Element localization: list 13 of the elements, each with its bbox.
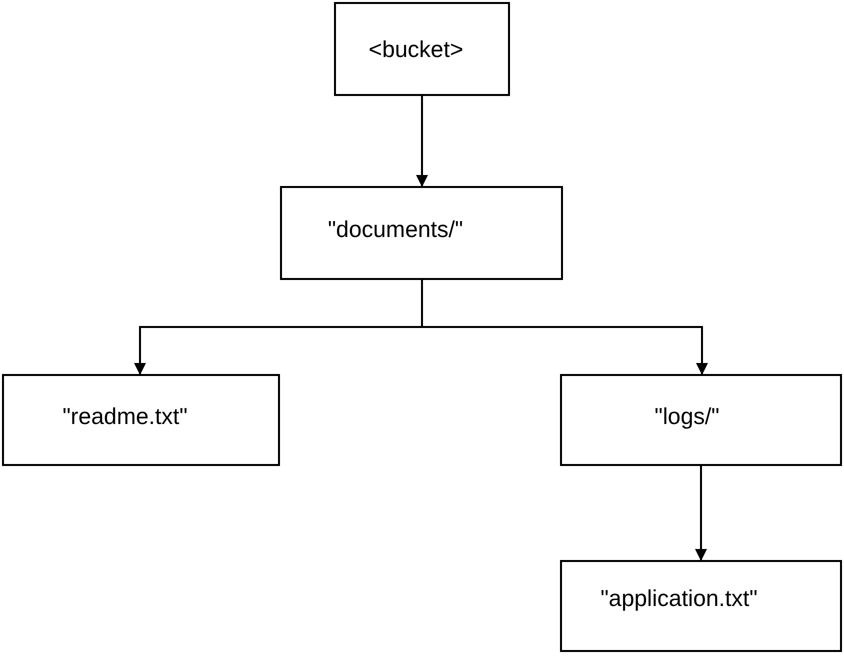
process-box xyxy=(560,374,842,466)
node-label: <bucket> xyxy=(368,36,464,62)
process-box xyxy=(2,374,280,466)
arrow xyxy=(421,280,708,375)
arrow xyxy=(695,466,707,561)
arrow xyxy=(416,96,428,187)
process-box xyxy=(280,186,563,280)
process-box xyxy=(334,2,510,96)
node-label: "logs/" xyxy=(654,402,720,430)
node-label: "application.txt" xyxy=(600,584,758,612)
node-label: "documents/" xyxy=(328,216,464,242)
process-box xyxy=(560,560,842,652)
node-label: "readme.txt" xyxy=(62,402,188,430)
